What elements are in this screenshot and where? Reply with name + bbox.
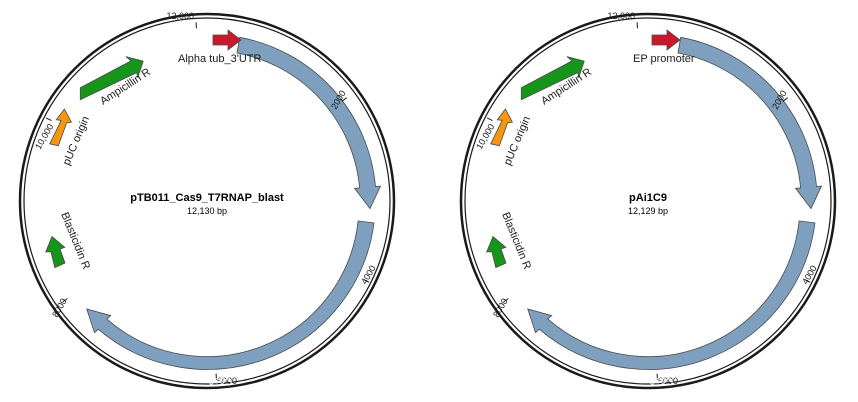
feature-label-cas9: Cas9: [649, 374, 673, 386]
tick-mark: [503, 298, 509, 303]
plasmid-size: 12,130 bp: [187, 206, 227, 216]
feature-arrow-t7rnap: [677, 36, 823, 210]
tick-mark: [62, 298, 68, 303]
plasmid-map: 12,000 2000 4000 6000 8000 10,000 Alpha …: [18, 11, 396, 390]
feature-arrow-puc-origin: [49, 108, 73, 147]
plasmid-size: 12,129 bp: [628, 206, 668, 216]
feature-arrow-t7rnap: [236, 36, 382, 210]
tick-mark: [486, 117, 493, 122]
plasmid-backbone-inner: [464, 17, 832, 385]
feature-arrow-ampicillin-r: [520, 56, 585, 101]
feature-arrow-puc-origin: [490, 108, 514, 147]
plasmid-map: 12,000 2000 4000 6000 8000 10,000 EP pro…: [459, 11, 837, 390]
feature-arrow-blasticidin-r: [45, 235, 66, 269]
tick-label: 12,000: [166, 11, 194, 21]
tick-mark: [804, 279, 811, 283]
tick-mark: [363, 279, 370, 283]
tick-mark: [341, 97, 348, 102]
plasmid-name: pTB011_Cas9_T7RNAP_blast: [130, 192, 284, 204]
tick-label: 6000: [658, 376, 678, 386]
feature-arrow-ampicillin-r: [79, 56, 144, 101]
tick-mark: [782, 97, 789, 102]
plasmid-backbone: [459, 12, 837, 390]
feature-arrow-alpha-tub-3utr: [212, 29, 242, 51]
feature-label-alpha-tub-3utr: Alpha tub_3'UTR: [178, 53, 261, 65]
feature-arrow-ep-promoter: [651, 29, 681, 51]
tick-label: 6000: [217, 376, 237, 386]
feature-label-cas9: Cas9: [208, 374, 232, 386]
feature-arrow-cas9: [86, 220, 375, 370]
plasmid-backbone: [18, 12, 396, 390]
plasmid-backbone-inner: [23, 17, 391, 385]
tick-mark: [45, 117, 52, 122]
tick-label: 12,000: [607, 11, 635, 21]
feature-arrow-cas9: [527, 220, 816, 370]
feature-label-ep-promoter: EP promoter: [633, 53, 695, 65]
plasmid-name: pAi1C9: [629, 192, 667, 204]
feature-arrow-blasticidin-r: [486, 235, 507, 269]
